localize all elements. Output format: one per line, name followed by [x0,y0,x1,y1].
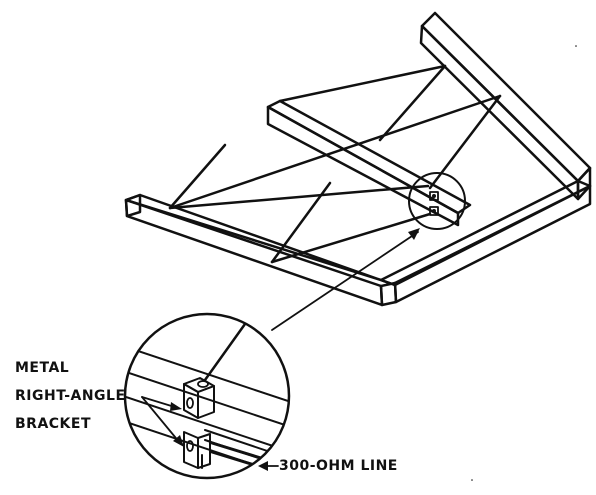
antenna-elements [168,64,502,264]
arrow-to-lower-bracket [141,396,181,444]
left-lower-element [168,184,430,210]
label-right-angle: RIGHT-ANGLE [15,388,126,404]
label-arrows [141,396,279,471]
label-metal: METAL [15,360,70,376]
left-upper-element [168,143,227,210]
detail-pointer-arrow [408,228,420,240]
detail-pointer-line [271,231,419,331]
wooden-frame [124,11,592,307]
label-300-ohm-line: 300-OHM LINE [279,458,398,474]
label-bracket: BRACKET [15,416,92,432]
lower-left-element [270,181,332,264]
left-rail [124,193,142,218]
rear-diagonal-element [378,64,447,142]
lower-element [270,212,432,264]
back-element [278,64,447,103]
upper-element [168,94,502,210]
detail-circle-large [123,312,291,480]
right-boom [419,11,592,201]
detail-circle-small [408,172,466,230]
middle-crossbar [266,99,472,227]
